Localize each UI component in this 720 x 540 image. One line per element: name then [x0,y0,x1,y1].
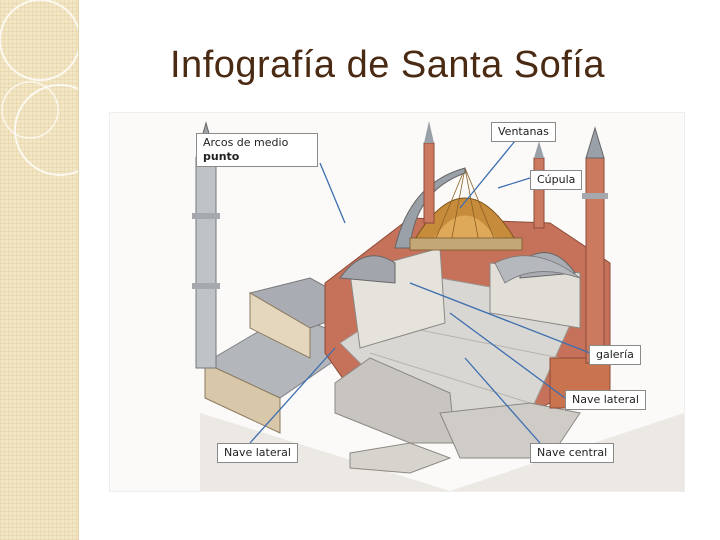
label-arcos-line1: Arcos de medio [203,136,289,149]
building-illustration [110,113,684,491]
label-nave-lateral-right: Nave lateral [565,390,646,410]
label-arcos-line2: punto [203,150,240,163]
label-galeria: galería [589,345,641,365]
hagia-sophia-cutaway-illustration: Arcos de medio punto Ventanas Cúpula gal… [110,113,684,491]
sidebar-circles-decoration [0,0,78,176]
leader-lines [249,140,591,444]
label-arcos-de-medio-punto: Arcos de medio punto [196,133,318,167]
decorative-sidebar [0,0,79,540]
label-cupula: Cúpula [530,170,583,190]
slide-title: Infografía de Santa Sofía [170,44,606,86]
label-ventanas: Ventanas [491,122,556,142]
label-nave-lateral-left: Nave lateral [217,443,298,463]
label-nave-central: Nave central [530,443,615,463]
